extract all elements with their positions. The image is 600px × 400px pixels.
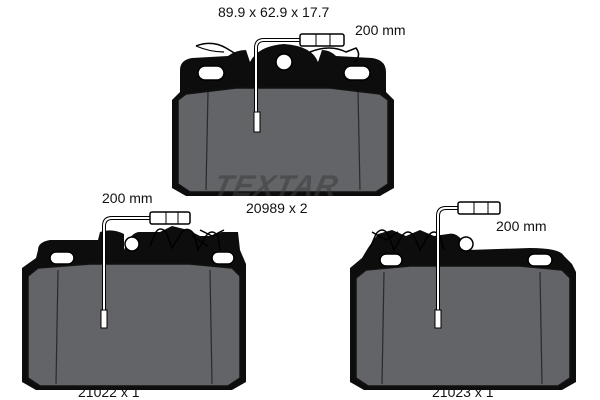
friction-pad: [27, 263, 241, 387]
brake-pad-top: [172, 33, 394, 196]
friction-pad: [177, 87, 389, 193]
friction-pad: [355, 265, 571, 387]
wire-length-label-right: 200 mm: [496, 218, 547, 234]
dimensions-label: 89.9 x 62.9 x 17.7: [218, 4, 330, 20]
part-code-left: 21022 x 1: [78, 384, 140, 400]
brake-pad-right: [350, 201, 576, 390]
textar-logo: TEXTAR: [211, 170, 342, 203]
brake-pad-left: [22, 211, 246, 390]
part-code-top: 20989 x 2: [246, 200, 308, 216]
wire-length-label-top: 200 mm: [355, 22, 406, 38]
part-code-right: 21023 x 1: [432, 384, 494, 400]
wire-length-label-left: 200 mm: [102, 190, 153, 206]
